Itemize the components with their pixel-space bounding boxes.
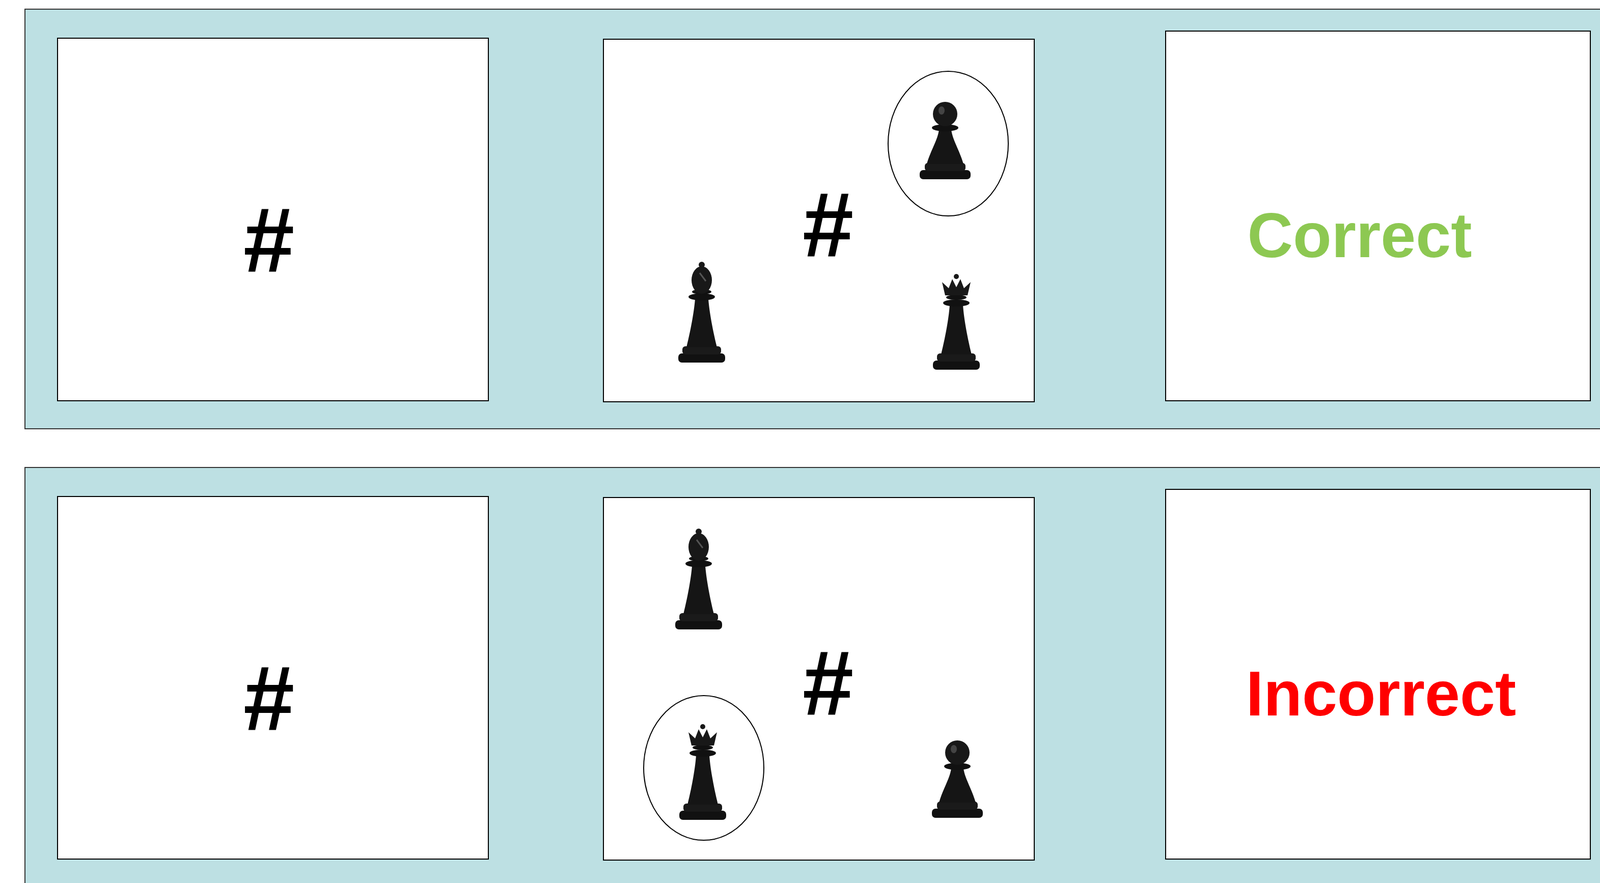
symbol-text: #: [802, 179, 854, 271]
trial-band: [24, 467, 1600, 883]
display-panel: #: [602, 497, 1035, 861]
panel-ground: [602, 38, 1035, 403]
display-panel: #: [57, 37, 489, 402]
panel-ground: [57, 37, 489, 402]
symbol-text: #: [243, 652, 295, 745]
bishop-piece: [678, 261, 726, 363]
pawn-piece: [931, 740, 983, 818]
selection-circle: [643, 695, 764, 841]
selection-circle: [888, 71, 1009, 216]
queen-piece: [932, 273, 980, 370]
display-panel: #: [57, 495, 489, 860]
symbol-text: #: [802, 637, 854, 730]
bishop-piece: [675, 528, 723, 630]
panel-ground: [1165, 488, 1591, 860]
trial-band: [24, 9, 1600, 429]
queen-piece: [679, 724, 727, 820]
symbol-text: #: [243, 194, 295, 287]
feedback-text: Correct: [1247, 203, 1472, 267]
panel-ground: [1165, 30, 1591, 402]
display-panel: Incorrect: [1165, 488, 1591, 860]
display-panel: #: [602, 38, 1035, 403]
display-panel: Correct: [1165, 30, 1591, 402]
panel-ground: [602, 497, 1035, 861]
pawn-piece: [919, 101, 971, 180]
panel-ground: [57, 495, 489, 860]
feedback-text: Incorrect: [1246, 661, 1517, 726]
